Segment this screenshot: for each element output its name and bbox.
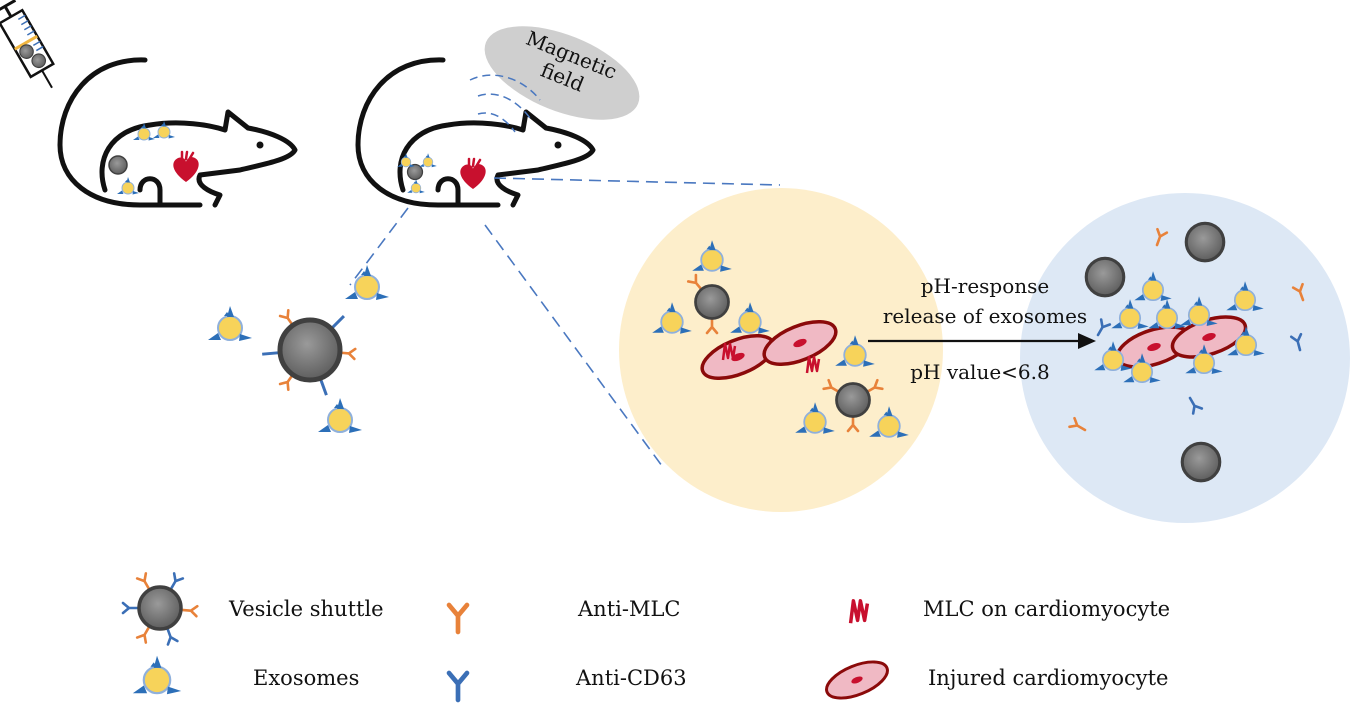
- legend-label-exosomes: Exosomes: [253, 666, 360, 690]
- ph-response-arrow: [868, 333, 1096, 349]
- magnetic-field-bubble: [484, 26, 640, 120]
- arrow-label-line-2: release of exosomes: [882, 304, 1088, 328]
- legend-label-anti-mlc: Anti-MLC: [578, 597, 681, 621]
- vesicle-shuttle-cluster: [207, 264, 390, 434]
- legend-label-mlc: MLC on cardiomyocyte: [923, 597, 1171, 621]
- legend-icon-anti-cd63: [449, 673, 467, 700]
- mouse-injected: [60, 60, 295, 205]
- legend-icon-injured-cardiomyocyte: [820, 653, 894, 707]
- legend-icon-exosome: [131, 654, 183, 696]
- arrow-label-line-1: pH-response: [920, 274, 1050, 298]
- magnetic-waves: [469, 74, 541, 133]
- legend-icon-mlc: [848, 599, 870, 625]
- legend-label-injured-cardiomyocyte: Injured cardiomyocyte: [928, 666, 1169, 690]
- legend-label-vesicle-shuttle: Vesicle shuttle: [229, 597, 384, 621]
- zoom-lines: [349, 177, 781, 471]
- syringe-icon: [0, 0, 55, 89]
- legend-icon-anti-mlc: [449, 605, 467, 632]
- heart-icon: [459, 157, 487, 191]
- legend-icon-vesicle-shuttle: [121, 572, 199, 646]
- heart-icon: [172, 150, 200, 184]
- legend-label-anti-cd63: Anti-CD63: [576, 666, 687, 690]
- arrow-label-condition: pH value<6.8: [910, 360, 1050, 384]
